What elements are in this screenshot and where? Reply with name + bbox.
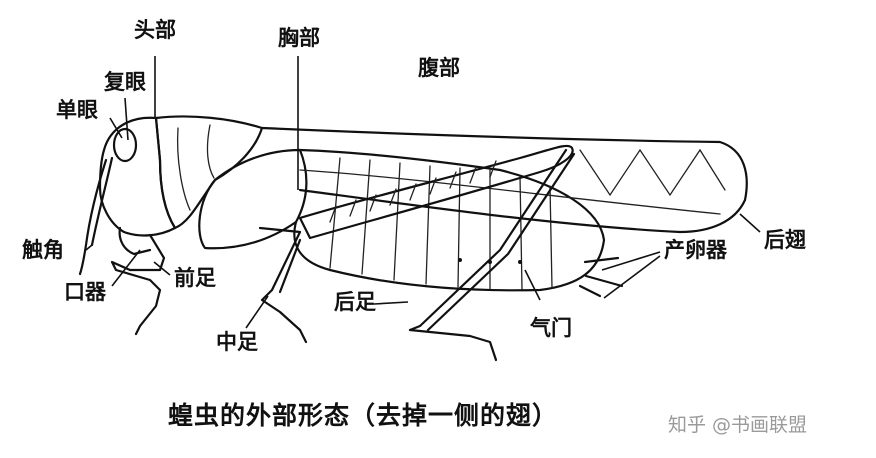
label-thorax: 胸部 — [278, 26, 320, 50]
label-simple-eye: 单眼 — [56, 98, 98, 122]
label-hindwing: 后翅 — [764, 228, 806, 252]
label-midleg: 中足 — [216, 330, 258, 354]
abdomen-drawing — [293, 148, 606, 292]
label-spiracle: 气门 — [530, 316, 572, 340]
mouthparts-drawing — [118, 226, 152, 256]
foreleg-drawing — [110, 233, 166, 336]
label-abdomen: 腹部 — [418, 56, 460, 80]
hindleg-drawing — [298, 144, 574, 240]
label-hindleg: 后足 — [334, 290, 376, 314]
label-head: 头部 — [134, 18, 176, 42]
watermark: 知乎 @书画联盟 — [668, 414, 808, 436]
head-drawing — [98, 116, 177, 237]
label-compound-eye: 复眼 — [104, 70, 146, 94]
compound-eye-drawing — [112, 127, 138, 163]
figure-caption: 蝗虫的外部形态（去掉一侧的翅） — [168, 401, 559, 430]
label-antenna: 触角 — [22, 238, 64, 262]
hindwing-drawing — [260, 126, 748, 234]
label-mouthparts: 口器 — [64, 280, 106, 304]
midleg-drawing — [258, 226, 308, 344]
label-ovipositor: 产卵器 — [664, 238, 727, 262]
label-foreleg: 前足 — [174, 266, 216, 290]
ovipositor-drawing — [578, 256, 624, 298]
